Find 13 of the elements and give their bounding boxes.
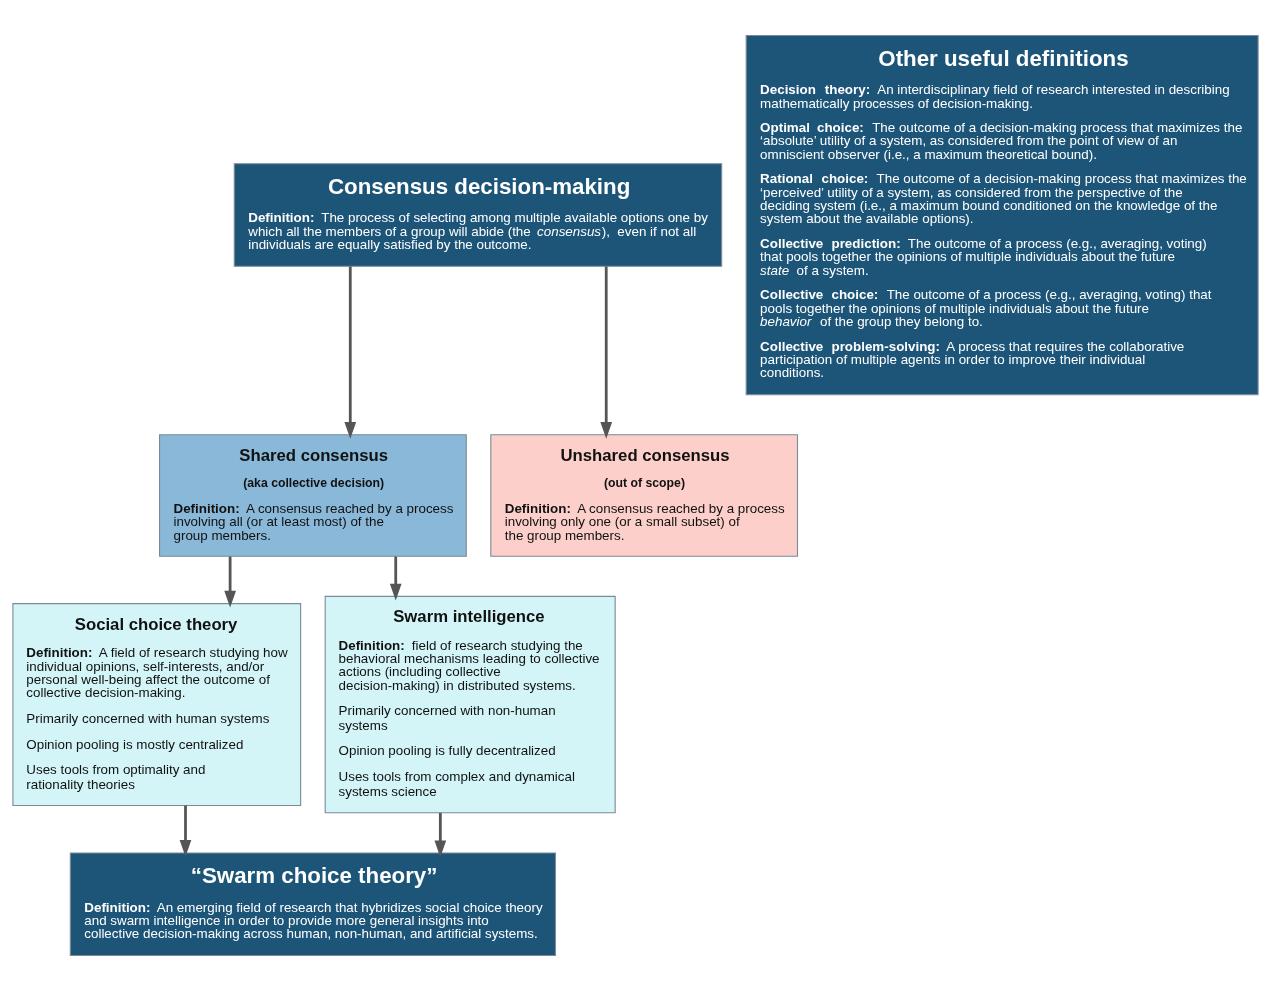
node-box: Social choice theory Definition: A field of research studying how individual opinions, self-interests, and/or personal well-being affect the outcome of collective decision-making. Primarily concerned with human systems Opinion pooling is mostly centralized Uses tools from optimality and rationality theories <box>12 602 302 806</box>
node-box: Unshared consensus (out of scope) Definition: A consensus reached by a process involving only one (or a small subset) of the group members. <box>490 433 799 557</box>
node-box: “Swarm choice theory” Definition: An emerging field of research that hybridizes social choice theory and swarm intelligence in order to provide more general insights into collective decision-making across human, non-human, and artificial systems. <box>69 851 557 956</box>
arrow <box>389 556 402 600</box>
arrow <box>179 805 192 857</box>
node-box: Shared consensus (aka collective decision) Definition: A consensus reached by a process involving all (or at least most) of the group members. <box>159 433 467 557</box>
node-box: Consensus decision-making Definition: The process of selecting among multiple available options one by which all the members of a group will abide (the consensus), even if not all individuals are equally satisfied by the outcome. <box>233 162 723 267</box>
arrow <box>434 812 447 857</box>
node-box: Swarm intelligence Definition: field of research studying the behavioral mechanisms leading to collective actions (including collective decision-making) in distributed systems. Primarily concerned with non-human systems Opinion pooling is fully decentralized Uses tools from complex and dynamical systems science <box>324 595 616 813</box>
arrow <box>600 265 613 439</box>
arrow <box>224 556 236 608</box>
arrow <box>344 265 357 439</box>
node-box: Other useful definitions Decision theory: An interdisciplinary field of research interested in describing mathematically processes of decision-making. Optimal choice: The outcome of a decision-making process that maximizes the ‘absolute’ utility of a system, as considered from the point of view of an omniscient observer (i.e., a maximum theoretical bound). Rational choice: The outcome of a decision-making process that maximizes the ‘perceived’ utility of a system, as considered from the perspective of the deciding system (i.e., a maximum bound conditioned on the knowledge of the system about the available options). Collective prediction: The outcome of a process (e.g., averaging, voting) that pools together the opinions of multiple individuals about the future state of a system. Collective choice: The outcome of a process (e.g., averaging, voting) that pools together the opinions of multiple individuals about the future behavior of the group they belong to. Collective problem-solving: A process that requires the collaborative participation of multiple agents in order to improve their individual conditions. <box>745 34 1259 395</box>
